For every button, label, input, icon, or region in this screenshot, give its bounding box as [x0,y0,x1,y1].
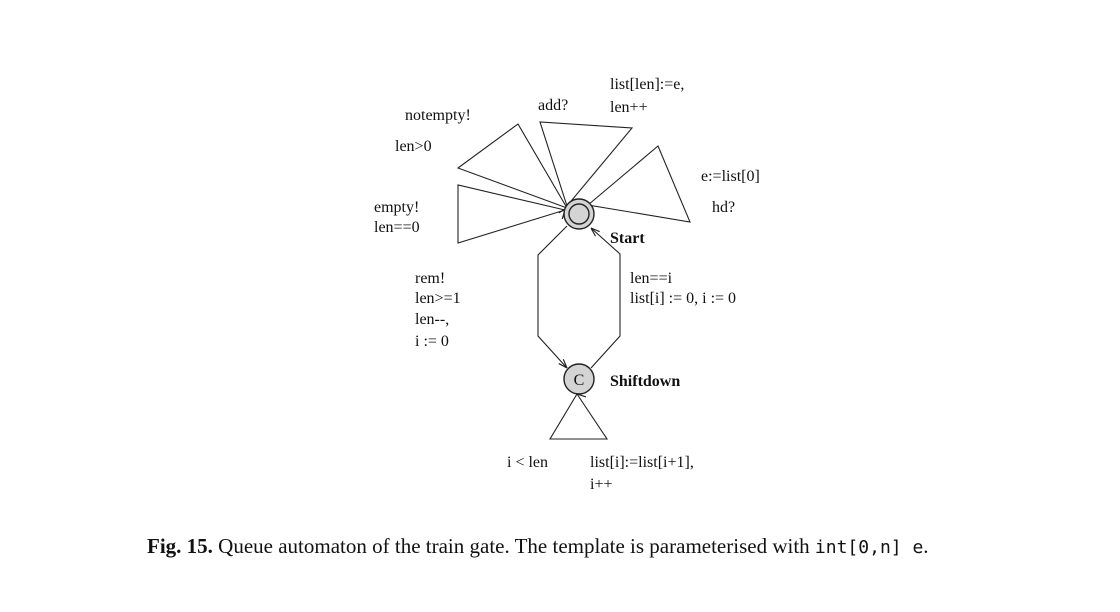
label-loop-update-1: list[i]:=list[i+1], [590,454,694,471]
label-rem-update-2: i := 0 [415,333,449,350]
label-add-update-1: list[len]:=e, [610,76,684,93]
edge-shift-loop [549,394,609,440]
label-return-update: list[i] := 0, i := 0 [630,290,736,307]
label-return-guard: len==i [630,270,673,287]
edge-notempty-loop [456,123,567,208]
label-rem-guard: len>=1 [415,290,461,307]
label-hd-update: e:=list[0] [701,168,760,185]
caption-end: . [923,534,929,558]
edge-empty-loop [457,184,565,244]
label-rem-update-1: len--, [415,311,449,328]
label-add-update-2: len++ [610,99,648,116]
label-rem-sync: rem! [415,270,445,287]
label-notempty-sync: notempty! [405,107,471,124]
committed-marker: C [574,372,585,389]
figure-caption: Fig. 15. Queue automaton of the train ga… [147,532,1012,562]
edge-rem [537,225,567,368]
label-hd-sync: hd? [712,199,735,216]
label-empty-guard: len==0 [374,219,420,236]
label-empty-sync: empty! [374,199,419,216]
caption-text: Queue automaton of the train gate. The t… [218,534,810,558]
state-name-start: Start [610,230,645,247]
edge-add-loop [539,121,634,206]
edge-return [591,228,621,369]
label-loop-update-2: i++ [590,476,613,493]
edge-hd-loop [588,145,691,223]
state-start [563,198,595,230]
label-notempty-guard: len>0 [395,138,432,155]
label-add-sync: add? [538,97,568,114]
label-loop-guard: i < len [507,454,548,471]
caption-label: Fig. 15. [147,534,213,558]
state-name-shiftdown: Shiftdown [610,373,680,390]
state-shiftdown: C [563,363,595,395]
caption-code: int[0,n] e [814,537,924,558]
